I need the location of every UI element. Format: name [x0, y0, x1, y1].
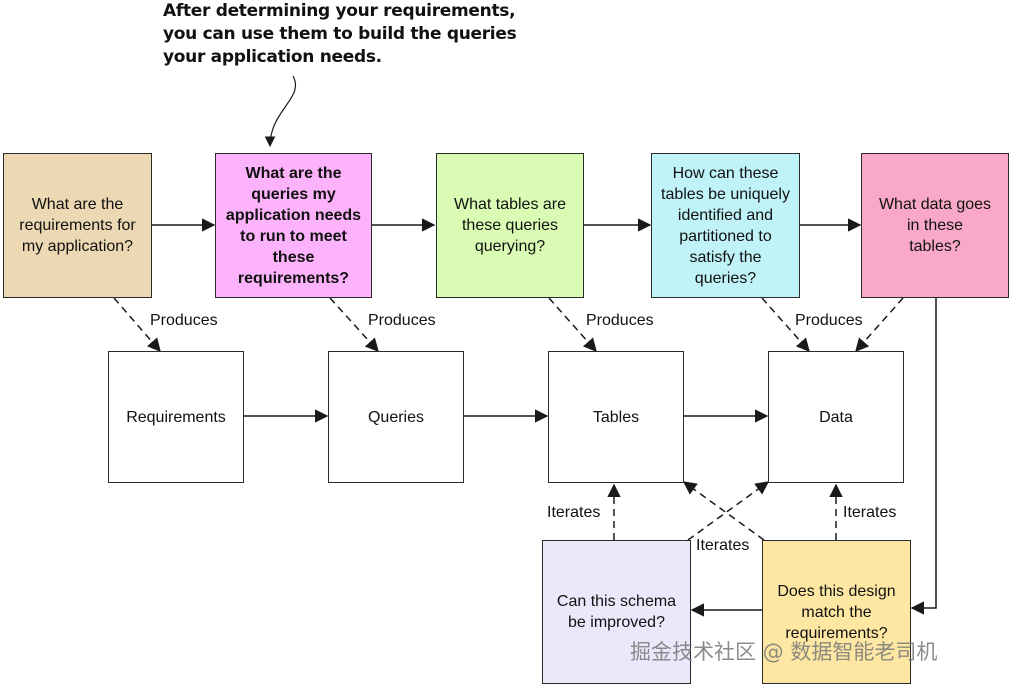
box-text-line: tables? [909, 238, 961, 255]
callout-line: your application needs. [163, 47, 382, 67]
box-text-line: in these [906, 217, 964, 234]
iterates-label: Iterates [545, 504, 603, 522]
callout-line: you can use them to build the queries [163, 24, 517, 44]
box-text-line: What are the [31, 196, 124, 213]
box-text-line: application needs [225, 206, 362, 224]
box-text-line: these [272, 248, 315, 266]
produces-label: Produces [366, 312, 438, 330]
box-text-line: be improved? [568, 614, 665, 631]
box-text-line: tables be uniquely [661, 185, 790, 203]
question-partitioning-box: How can these tables be uniquely identif… [651, 153, 800, 298]
question-tables-box: What tables are these queries querying? [436, 153, 584, 298]
box-text-line: queries? [694, 269, 757, 287]
iterates-label: Iterates [694, 537, 752, 555]
box-text-line: What data goes [878, 196, 992, 213]
tables-box: Tables [548, 351, 684, 483]
question-requirements-box: What are the requirements for my applica… [3, 153, 152, 298]
callout-annotation: After determining your requirements, you… [163, 0, 523, 69]
question-data-box: What data goes in these tables? [861, 153, 1009, 298]
question-queries-box: What are the queries my application need… [215, 153, 372, 298]
box-text-line: partitioned to [679, 227, 772, 245]
data-box: Data [768, 351, 904, 483]
arrow-q5-match [910, 297, 937, 615]
iterates-arrow-match-tables [682, 481, 765, 541]
box-text-line: match the [801, 603, 872, 621]
box-text-line: requirements? [785, 624, 888, 642]
box-text-line: requirements? [237, 269, 350, 287]
box-text-line: What tables are [453, 196, 567, 213]
schema-improve-box: Can this schema be improved? [542, 540, 691, 684]
box-text-line: these queries [461, 217, 559, 234]
tables-label: Tables [592, 408, 640, 426]
data-label: Data [819, 408, 853, 426]
requirements-label: Requirements [126, 408, 226, 426]
box-text-line: What are the [245, 164, 342, 182]
produces-label: Produces [584, 312, 656, 330]
callout-line: After determining your requirements, [163, 1, 516, 21]
box-text-line: Does this design [777, 582, 896, 600]
box-text-line: querying? [474, 238, 546, 255]
box-text-line: Can this schema [556, 593, 677, 610]
box-text-line: requirements for [19, 217, 136, 234]
queries-box: Queries [328, 351, 464, 483]
box-text-line: identified and [677, 206, 774, 224]
iterates-label: Iterates [841, 504, 899, 522]
box-text-line: my application? [21, 238, 134, 255]
design-match-box: Does this design match the requirements? [762, 540, 911, 684]
produces-label: Produces [793, 312, 865, 330]
box-text-line: satisfy the [689, 248, 762, 266]
watermark: 掘金技术社区 @ 数据智能老司机 [630, 640, 938, 664]
iterates-arrow-improve-data [687, 481, 770, 541]
produces-label: Produces [148, 312, 220, 330]
queries-label: Queries [367, 408, 425, 426]
box-text-line: queries my [251, 185, 336, 203]
requirements-box: Requirements [108, 351, 244, 483]
callout-pointer [264, 75, 296, 148]
box-text-line: to run to meet [240, 227, 347, 245]
box-text-line: How can these [672, 164, 779, 182]
